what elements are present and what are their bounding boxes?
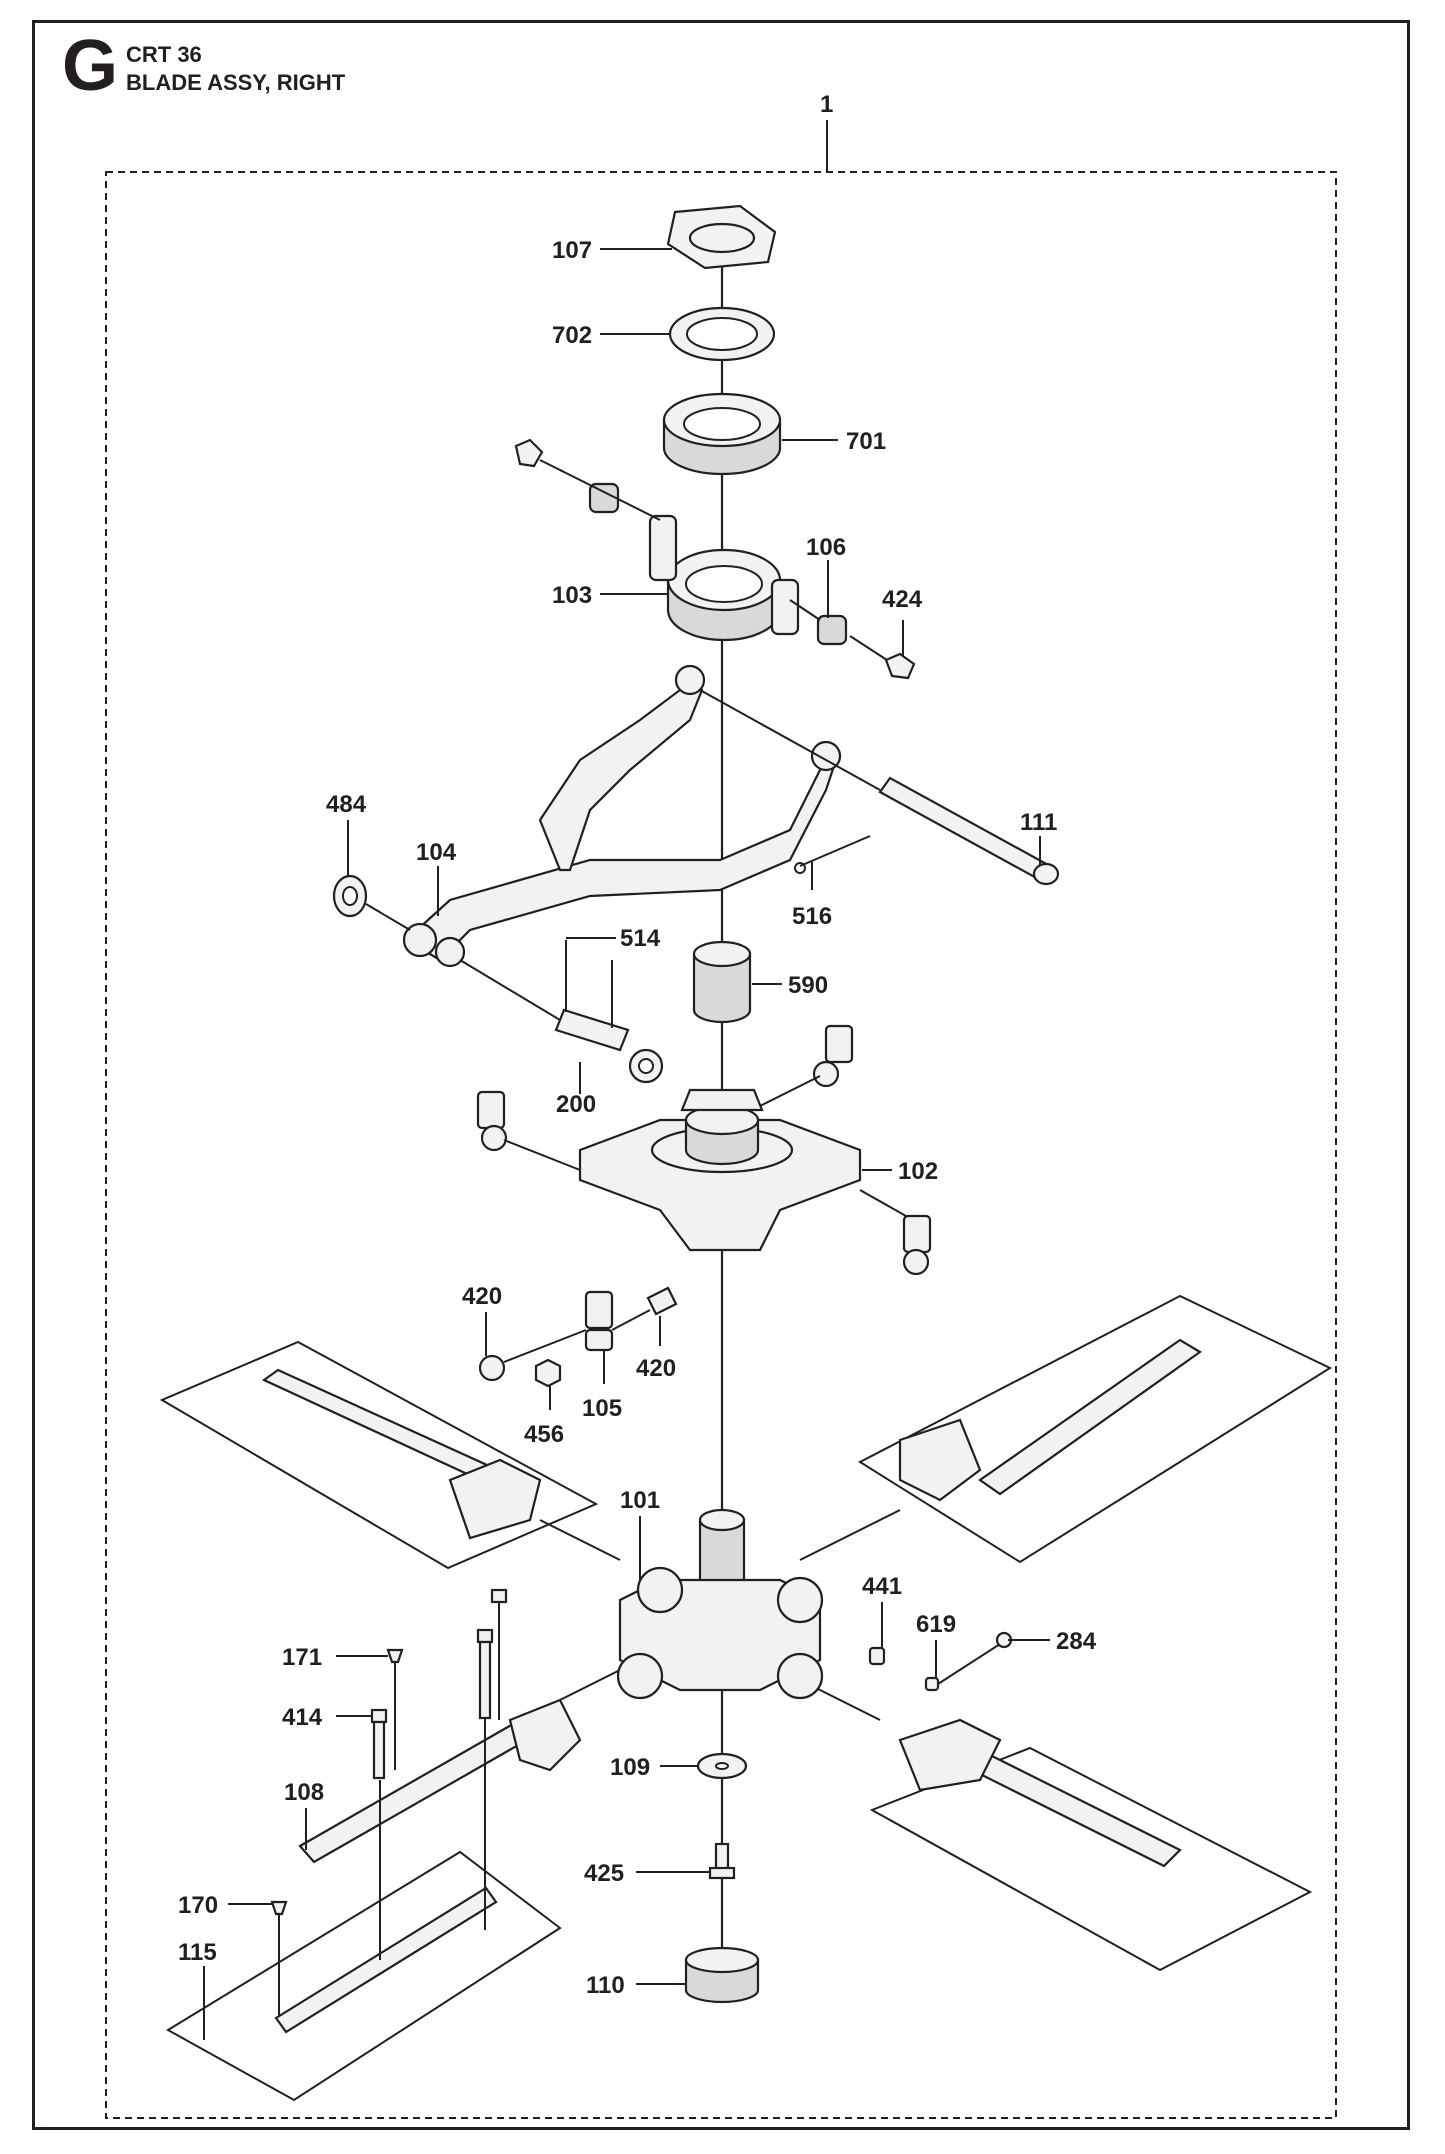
grease-nipple-441	[868, 1646, 886, 1666]
callout-514: 514	[620, 925, 661, 952]
callout-106: 106	[806, 534, 846, 561]
pin-111	[699, 689, 1060, 886]
blade-upper-left	[261, 1368, 621, 1561]
blade-plate-upper-left	[159, 1340, 599, 1570]
washer-109	[696, 1752, 748, 1780]
diagram-title: BLADE ASSY, RIGHT	[126, 70, 346, 95]
pin-200	[459, 940, 664, 1084]
callout-701: 701	[846, 428, 886, 455]
callout-420-right: 420	[636, 1355, 676, 1382]
callout-labels: 107 702 701 106 424 103 484 104 111 516 …	[178, 237, 1097, 1999]
callout-104: 104	[416, 839, 457, 866]
hex-nut-107	[666, 204, 777, 270]
bolt-424-left	[514, 438, 565, 473]
diagram-frame	[32, 20, 1410, 2130]
callout-107: 107	[552, 237, 592, 264]
callout-103: 103	[552, 582, 592, 609]
seal-ring-702	[668, 306, 776, 362]
screw-170	[270, 1900, 288, 2016]
callout-108: 108	[284, 1779, 324, 1806]
screw-171	[386, 1648, 404, 1770]
fitting-619	[924, 1643, 1001, 1692]
callout-102: 102	[898, 1158, 938, 1185]
blade-plate-upper-right	[857, 1294, 1333, 1564]
bolt-420-right	[611, 1286, 678, 1331]
bearing-701	[662, 392, 782, 476]
clamp-block-105	[584, 1290, 614, 1352]
callout-425: 425	[584, 1860, 624, 1887]
model-name: CRT 36	[126, 42, 202, 67]
cotter-pin-516	[794, 835, 871, 874]
callout-414: 414	[282, 1704, 323, 1731]
callout-619: 619	[916, 1611, 956, 1638]
assembly-boundary	[105, 171, 1337, 2119]
callout-284: 284	[1056, 1628, 1097, 1655]
callout-109: 109	[610, 1754, 650, 1781]
bolts-upper	[476, 1588, 508, 1930]
axis-line-106-left	[559, 469, 661, 521]
blade-upper-right	[799, 1338, 1203, 1561]
washer-484	[332, 874, 411, 931]
clamp-block-lower-right	[859, 1189, 932, 1276]
callout-115: 115	[178, 1939, 217, 1966]
counter-knife-115	[274, 1886, 498, 2034]
hub-101	[616, 1508, 824, 1700]
assembly-callout-label: 1	[820, 91, 833, 118]
hub-plate-102	[578, 1088, 862, 1252]
bolt-424-right	[849, 635, 916, 680]
bearing-housing-103	[648, 514, 800, 642]
leader-lines	[203, 248, 1050, 2040]
callout-590: 590	[788, 972, 828, 999]
bolt-414	[370, 1708, 388, 1780]
callout-171: 171	[282, 1644, 322, 1671]
callout-420-left: 420	[462, 1283, 502, 1310]
axis-line-106-right	[789, 599, 821, 621]
callout-702: 702	[552, 322, 592, 349]
callout-484: 484	[326, 791, 367, 818]
callout-170: 170	[178, 1892, 218, 1919]
callout-110: 110	[586, 1972, 625, 1999]
blade-lower-right	[799, 1679, 1182, 1868]
callout-105: 105	[582, 1395, 622, 1422]
cap-110	[684, 1946, 760, 2004]
wishbone-arm-104	[402, 664, 842, 968]
section-letter: G	[62, 26, 119, 106]
bolt-420-left	[478, 1329, 587, 1382]
nut-456	[534, 1358, 562, 1388]
clamp-block-upper-right	[759, 1024, 854, 1107]
callout-516: 516	[792, 903, 832, 930]
callout-200: 200	[556, 1091, 596, 1118]
callout-111: 111	[1020, 809, 1057, 836]
callout-424: 424	[882, 586, 923, 613]
callout-456: 456	[524, 1421, 564, 1448]
bolt-425	[708, 1842, 736, 1880]
clamp-block-upper-left	[476, 1090, 581, 1171]
callout-441: 441	[862, 1573, 902, 1600]
bushing-106-right	[816, 614, 848, 646]
blade-108	[298, 1669, 621, 1864]
callout-101: 101	[620, 1487, 660, 1514]
spacer-590	[692, 940, 752, 1024]
